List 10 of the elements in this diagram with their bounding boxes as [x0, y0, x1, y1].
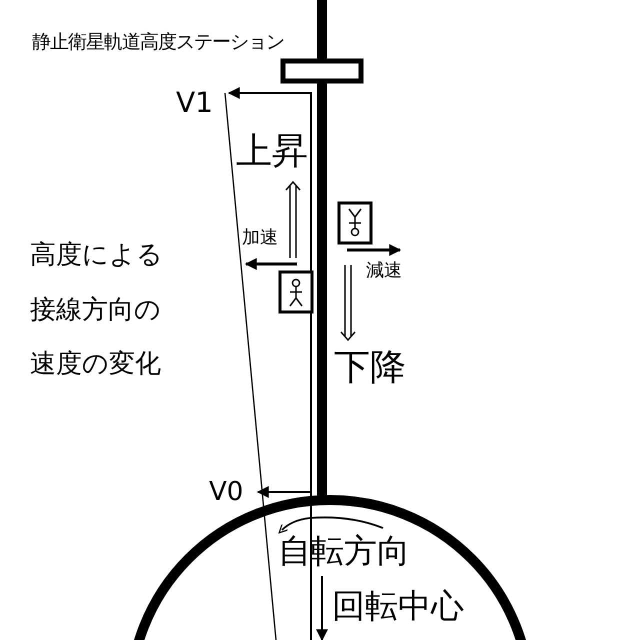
ascent-label: 上昇 — [236, 132, 308, 172]
description-text: 高度による接線方向の速度の変化 — [30, 239, 164, 382]
station-label: 静止衛星軌道高度ステーション — [32, 32, 284, 53]
rotation-center-label: 回転中心 — [332, 588, 464, 624]
descent-label: 下降 — [334, 348, 406, 388]
deceleration-label: 減速 — [366, 261, 402, 281]
velocity-label: V0 — [209, 478, 244, 507]
velocity-label: V1 — [176, 88, 213, 119]
rotation-direction-label: 自転方向 — [278, 533, 410, 570]
acceleration-label: 加速 — [242, 228, 278, 248]
